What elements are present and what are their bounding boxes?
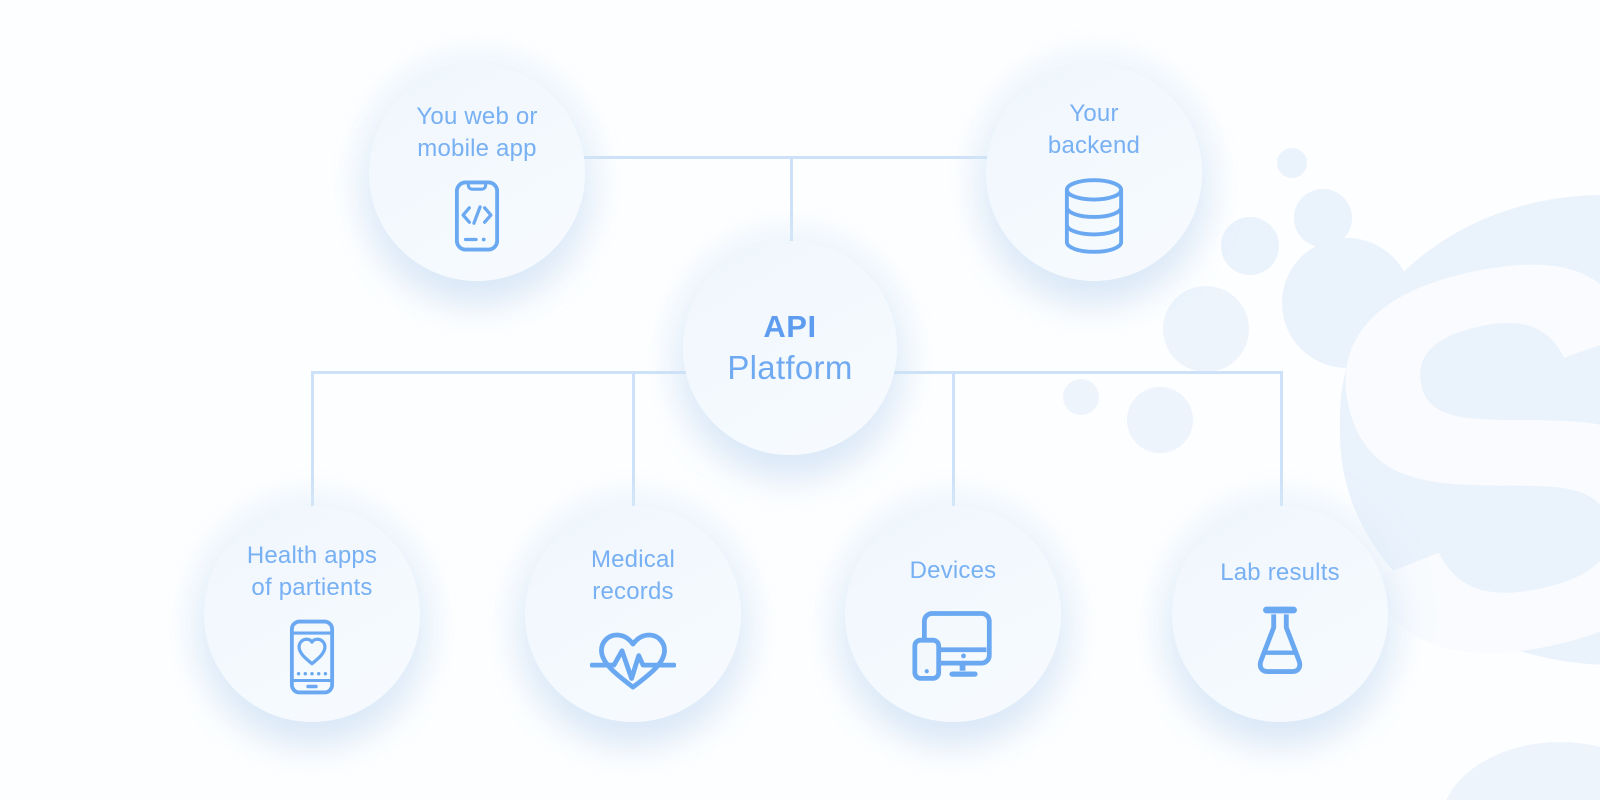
label-line-1: Lab results: [1220, 559, 1340, 587]
node-content: You web or mobile app: [416, 101, 537, 254]
connector-bottom-horizontal-right: [894, 371, 1283, 374]
node-content: Medical records: [590, 544, 676, 692]
label-line-1: Devices: [909, 557, 997, 585]
node-label: Devices: [910, 555, 997, 587]
decor-blob-a: [1294, 189, 1352, 247]
decor-dot-small: [1277, 148, 1307, 178]
label-line-2: of partients: [251, 573, 373, 601]
node-label: Medical records: [591, 544, 675, 608]
decor-blob-c: [1163, 286, 1249, 372]
node-content: Devices: [910, 555, 997, 681]
heart-pulse-icon: [590, 632, 676, 690]
node-api-platform: API Platform: [683, 241, 897, 455]
node-label: Lab results: [1220, 557, 1340, 589]
node-content: API Platform: [727, 309, 852, 387]
label-line-2: records: [592, 578, 674, 605]
node-label: You web or mobile app: [416, 101, 537, 165]
decor-blob-b: [1221, 217, 1279, 275]
connector-top-horizontal: [584, 156, 988, 159]
node-content: Lab results: [1220, 557, 1340, 679]
connector-drop-lab-results: [1280, 371, 1283, 513]
node-label: Your backend: [1048, 98, 1140, 162]
node-lab-results: Lab results: [1172, 506, 1388, 722]
connector-drop-health-apps: [311, 371, 314, 513]
label-line-1: You web or: [416, 102, 538, 130]
node-content: Your backend: [1048, 98, 1140, 256]
label-line-2: mobile app: [417, 134, 537, 162]
database-icon: [1064, 178, 1124, 254]
flask-icon: [1257, 606, 1303, 674]
decor-blob-bump: [1282, 238, 1412, 368]
api-title-bold: API: [763, 309, 817, 344]
label-line-1: Medical: [590, 546, 676, 574]
node-devices: Devices: [845, 506, 1061, 722]
label-line-2: backend: [1047, 132, 1141, 159]
connector-top-vertical: [790, 156, 793, 248]
decor-blob-e: [1127, 387, 1193, 453]
label-line-1: Health apps: [246, 541, 378, 569]
smartphone-heart-icon: [289, 620, 335, 695]
node-medical-records: Medical records: [525, 506, 741, 722]
node-health-apps: Health apps of partients: [204, 506, 420, 722]
node-web-or-mobile-app: You web or mobile app: [369, 65, 585, 281]
node-your-backend: Your backend: [986, 65, 1202, 281]
decor-dot-d: [1063, 379, 1099, 415]
connector-drop-medical-records: [632, 371, 635, 513]
node-label: Health apps of partients: [247, 540, 377, 604]
smartphone-code-icon: [454, 180, 500, 252]
devices-icon: [912, 611, 992, 681]
connector-drop-devices: [952, 371, 955, 513]
label-line-1: Your: [1069, 100, 1119, 128]
node-content: Health apps of partients: [247, 540, 377, 697]
api-title-regular: Platform: [727, 349, 853, 386]
connector-bottom-horizontal-left: [311, 371, 687, 374]
